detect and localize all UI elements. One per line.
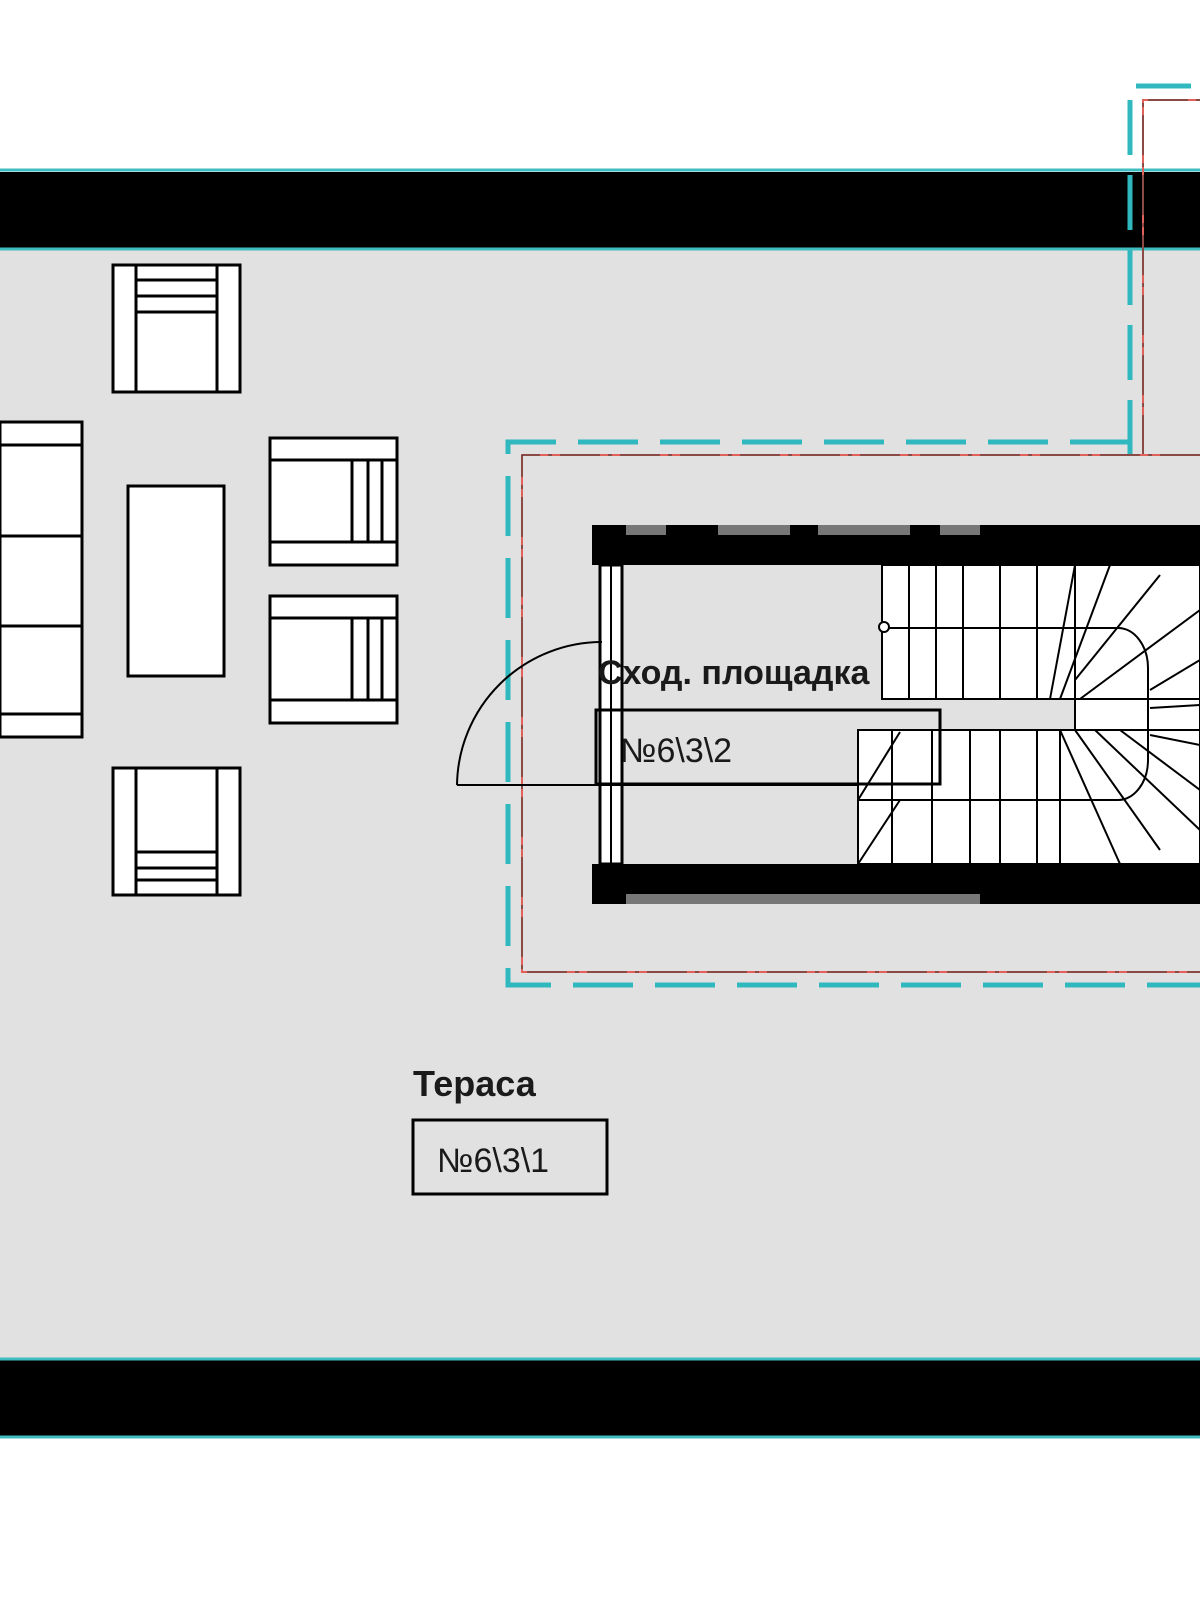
landing-room-name: Сход. площадка: [598, 654, 870, 692]
bottom-wall: [0, 1357, 1200, 1439]
top-wall: [0, 168, 1200, 251]
terrace-room-id-box: [411, 1118, 609, 1196]
landing-room-id: №6\3\2: [620, 732, 732, 770]
terrace-room-id: №6\3\1: [437, 1142, 549, 1180]
coffee-table-icon: [126, 484, 226, 678]
dashed-boundary-upper: [1127, 83, 1200, 455]
armchair-icon: [268, 436, 399, 567]
armchair-icon: [268, 594, 399, 725]
sofa-icon: [0, 420, 84, 739]
landing-room-id-box: [594, 708, 942, 786]
armchair-icon: [111, 263, 242, 394]
dashed-boundary-landing: [505, 439, 1200, 988]
spiral-stair-icon: [857, 564, 1200, 865]
armchair-icon: [111, 766, 242, 897]
stair-walls: [592, 525, 1200, 904]
terrace-room-name: Тераса: [413, 1063, 537, 1104]
